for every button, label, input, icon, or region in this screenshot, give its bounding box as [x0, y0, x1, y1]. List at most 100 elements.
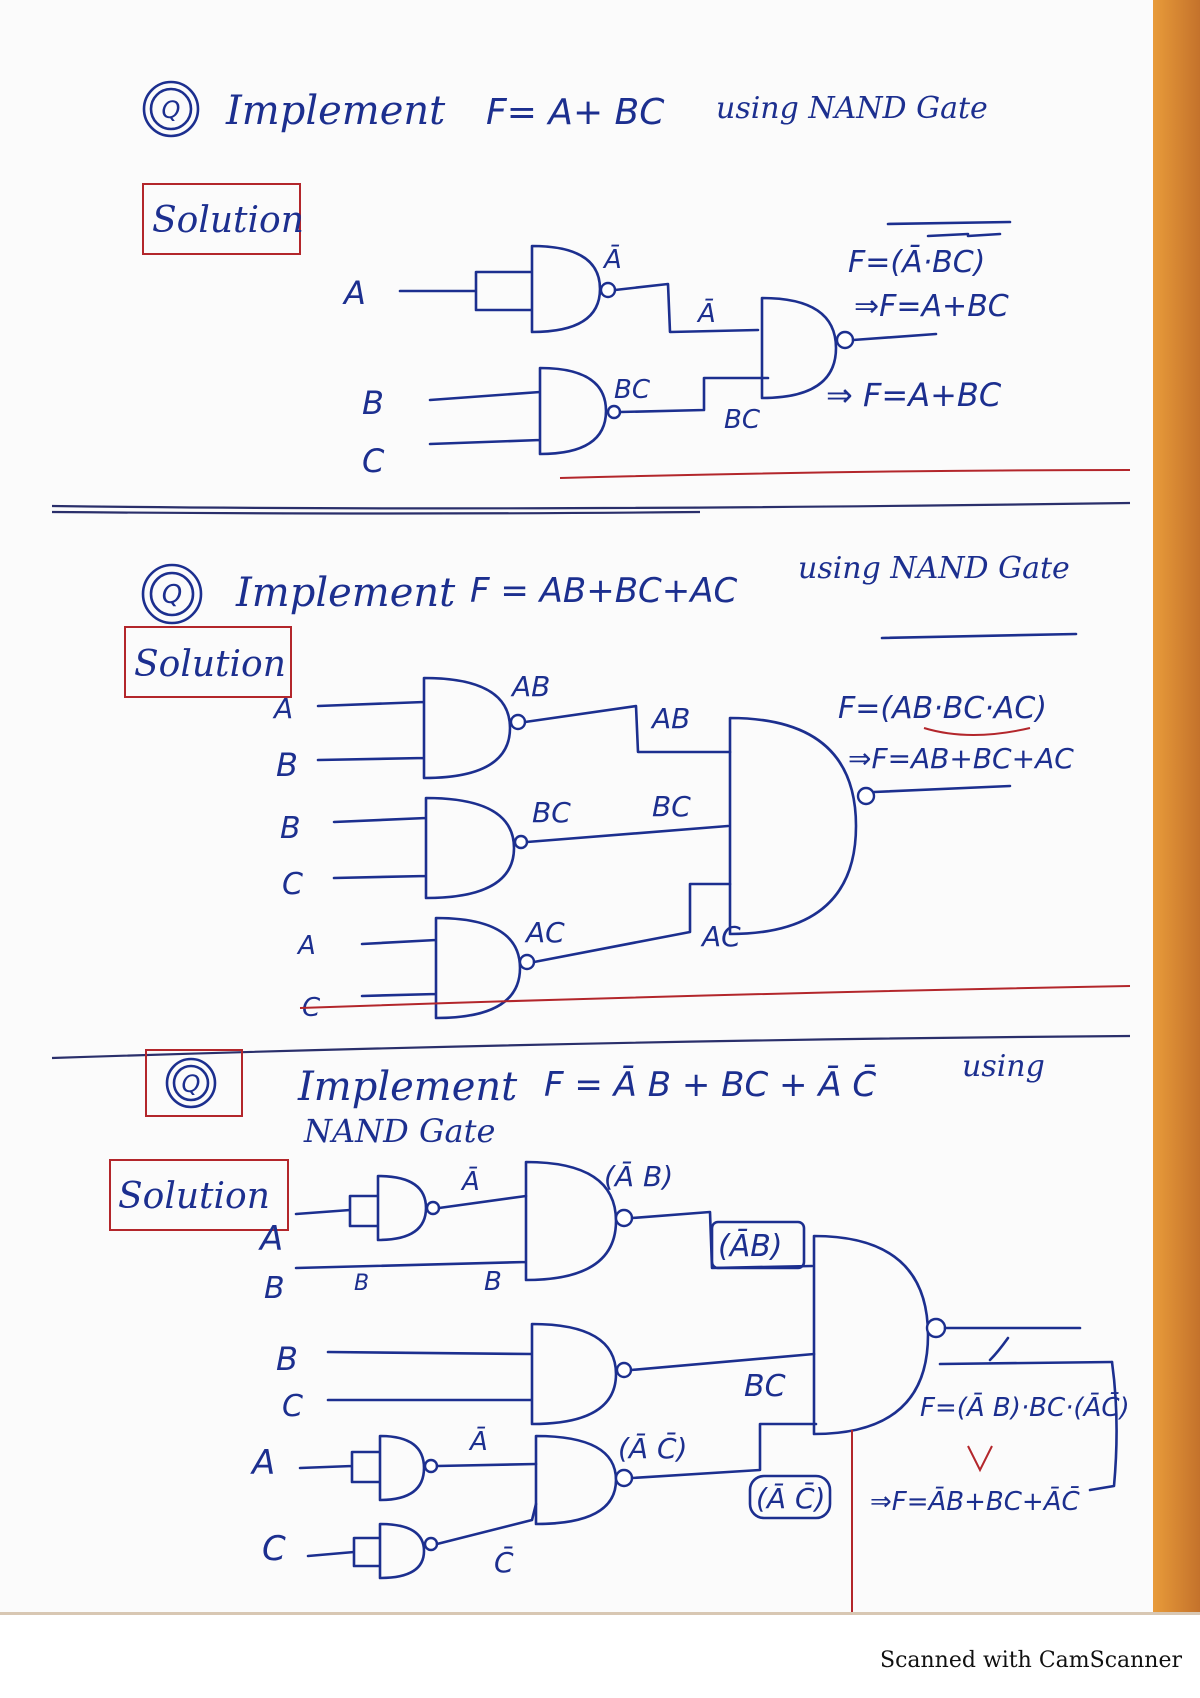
q1-marker: Q: [162, 96, 181, 124]
q3-nand-inverter-a2: [298, 1434, 439, 1502]
q2-nand-gate-bc: [332, 796, 529, 900]
q3-overbar: [938, 1336, 1114, 1366]
q2-input-a2: A: [296, 931, 316, 961]
q3-label-ac: (Ā C̄): [618, 1431, 687, 1465]
question-1: Q Implement F= A+ BC using NAND Gate Sol…: [142, 80, 1012, 480]
q2-red-mark: [923, 727, 1031, 736]
q3-input-c1: C: [282, 1389, 303, 1424]
page-edge: [1153, 0, 1200, 1615]
question-3: Q Implement F = Ā B + BC + Ā C̄ using NA…: [109, 1049, 1130, 1612]
scanner-watermark: Scanned with CamScanner: [880, 1648, 1183, 1673]
q1-solution-label: Solution: [152, 200, 304, 241]
separator-2: [51, 1034, 1131, 1060]
q3-wire-abar: [437, 1194, 528, 1210]
q3-label-bc: BC: [744, 1369, 786, 1404]
q1-title: Implement: [225, 88, 446, 134]
q1-wire-bcbar: [618, 376, 770, 414]
q3-result-line-1: F=(Ā B)·BC·(ĀC̄): [920, 1391, 1130, 1423]
q3-label-ac-2: (Ā C̄): [756, 1481, 825, 1515]
q3-wire-abar-2: [435, 1462, 538, 1468]
q2-expression: F = AB+BC+AC: [470, 571, 738, 611]
q3-result-line-2: ⇒F=ĀB+BC+ĀC̄: [870, 1485, 1080, 1517]
q1-result-line-3: ⇒ F=A+BC: [826, 376, 1002, 414]
q2-label-ac-2: AC: [700, 920, 741, 953]
q2-solution-box: [124, 626, 292, 698]
q1-label-abar-2: Ā: [696, 298, 716, 329]
q3-input-b2: B: [276, 1340, 298, 1378]
q3-ab-bracket: [710, 1220, 806, 1270]
q2-solution-label: Solution: [134, 644, 286, 685]
q2-marker-inner: [149, 571, 195, 617]
q1-nand-gate-bc: [428, 366, 622, 456]
separator-red-2: [299, 985, 1131, 1009]
q2-nand-gate-output: [728, 716, 1012, 936]
q2-input-a1: A: [272, 692, 293, 725]
q2-overbar: [880, 632, 1078, 640]
q3-input-a1: A: [258, 1219, 283, 1259]
q3-label-abar-2: Ā: [468, 1426, 488, 1457]
q2-input-c1: C: [282, 867, 303, 902]
q3-marker-inner: [172, 1064, 210, 1102]
separator-1: [51, 501, 1131, 510]
q2-marker-outer: [141, 563, 203, 625]
q3-title: Implement: [297, 1064, 518, 1110]
q3-nand-inverter-a: [294, 1174, 441, 1242]
q2-nand-gate-ac: [360, 916, 536, 1020]
q3-nand-inverter-c: [306, 1522, 439, 1580]
q1-input-b: B: [362, 384, 384, 422]
q3-nand-gate-bc: [326, 1322, 633, 1426]
q3-label-ab: (Ā B): [604, 1160, 673, 1193]
q2-label-bc-2: BC: [652, 790, 691, 823]
q3-input-c2: C: [262, 1529, 286, 1569]
q2-nand-gate-ab: [316, 676, 527, 780]
q1-overbars: [886, 220, 1012, 238]
page-bottom-edge: [0, 1612, 1200, 1615]
q3-marker-box: [145, 1049, 243, 1117]
q1-nand-gate-output: [760, 296, 938, 400]
q3-input-a2: A: [250, 1443, 275, 1483]
q1-result-line-2: ⇒F=A+BC: [854, 289, 1009, 324]
q1-result-line-1: F=(Ā·BC): [848, 244, 985, 280]
q1-expression: F= A+ BC: [486, 92, 665, 133]
q2-wire-bc: [525, 824, 730, 844]
q1-label-abar: Ā: [602, 244, 622, 275]
q2-label-bc: BC: [532, 796, 571, 829]
q1-label-bcbar-2: BC: [724, 405, 761, 435]
q2-label-ab-2: AB: [650, 702, 690, 735]
q2-input-b1: B: [276, 746, 298, 784]
q2-result-line-2: ⇒F=AB+BC+AC: [848, 742, 1074, 775]
q1-input-c: C: [362, 442, 385, 480]
q1-input-a: A: [342, 274, 366, 312]
q3-label-abar: Ā: [460, 1166, 480, 1197]
q3-wire-cbar: [435, 1502, 538, 1546]
q2-label-ab: AB: [510, 670, 550, 703]
q2-wire-ac: [532, 882, 732, 964]
q3-solution-label: Solution: [118, 1176, 270, 1217]
q3-tail: using: [962, 1049, 1045, 1084]
q2-result-line-1: F=(AB·BC·AC): [838, 691, 1047, 726]
q3-wire-ac: [630, 1422, 818, 1480]
q2-input-b2: B: [280, 811, 301, 846]
q3-label-ab-2: (ĀB): [718, 1228, 783, 1264]
q2-marker: Q: [162, 580, 182, 610]
q3-wire-bc: [629, 1352, 816, 1372]
separator-red-1: [559, 469, 1131, 479]
q3-ac-bracket: [748, 1474, 832, 1520]
q3-marker: Q: [182, 1070, 201, 1098]
scanned-page: [0, 0, 1156, 1615]
q3-label-b-input: B: [354, 1271, 369, 1296]
q3-expression: F = Ā B + BC + Ā C̄: [544, 1064, 876, 1105]
q3-nand-gate-ab: [294, 1160, 634, 1282]
separator-1b: [51, 510, 701, 515]
q1-label-bcbar: BC: [614, 375, 651, 405]
q3-nand-gate-output: [812, 1234, 1082, 1436]
q1-solution-box: [142, 183, 301, 255]
q2-wire-ab: [523, 704, 732, 754]
q1-tail: using NAND Gate: [716, 91, 988, 126]
q3-red-arrow: [967, 1445, 993, 1473]
q1-wire-abar: [613, 282, 760, 334]
question-2: Q Implement F = AB+BC+AC using NAND Gate…: [124, 551, 1078, 1023]
q1-nand-gate-a: [398, 244, 617, 334]
q2-label-ac: AC: [524, 916, 565, 949]
